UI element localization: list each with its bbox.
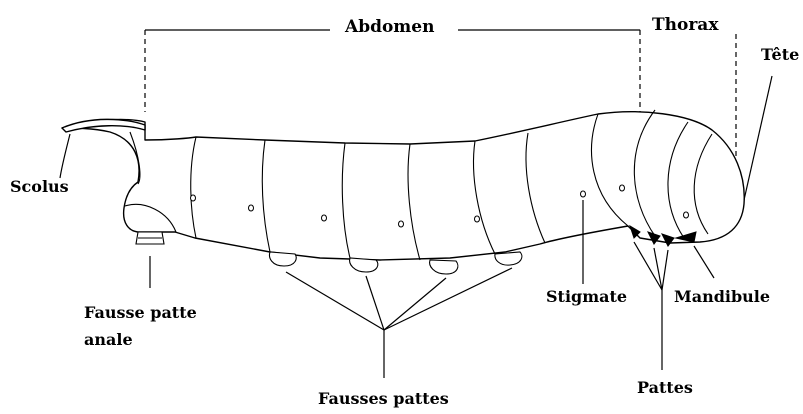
thorax-label: Thorax [652, 15, 719, 35]
proleg-pointer-4 [384, 268, 512, 330]
fausses-pattes-label: Fausses pattes [318, 389, 449, 408]
proleg-pointer-1 [286, 272, 384, 330]
mandibule-label: Mandibule [674, 287, 770, 306]
abdomen-label: Abdomen [344, 17, 434, 37]
mandibule-pointer [694, 246, 714, 278]
scolus-label: Scolus [10, 177, 69, 196]
scolus-pointer [60, 134, 70, 178]
anal-proleg-label-line1: Fausse patte [84, 303, 197, 322]
legs-pointer-3 [662, 250, 668, 290]
stigmate-label: Stigmate [546, 287, 627, 306]
anal-proleg-label-line2: anale [84, 330, 133, 349]
pattes-label: Pattes [637, 378, 693, 397]
anal-proleg [136, 232, 164, 244]
tete-label: Tête [761, 45, 799, 64]
tete-pointer [744, 76, 772, 200]
proleg-pointer-2 [366, 276, 384, 330]
